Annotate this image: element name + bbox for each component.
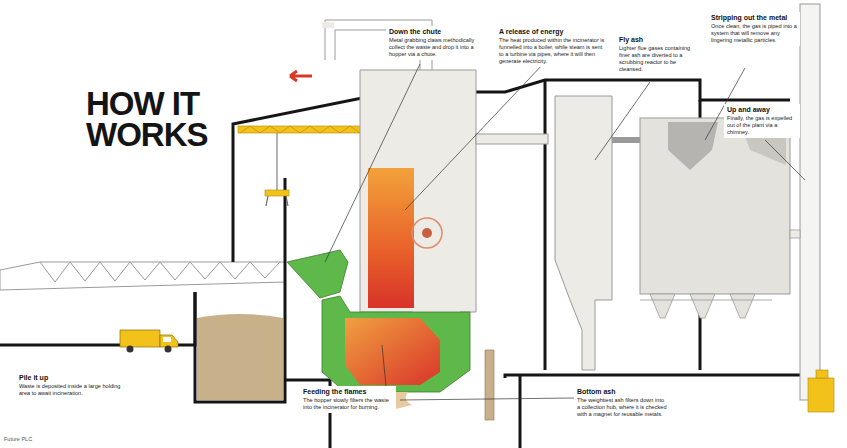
callout-body: Lighter flue gases containing finer ash … bbox=[619, 45, 693, 73]
callout-box: Bottom ashThe weightiest ash filters dow… bbox=[574, 386, 670, 420]
callout-box: Up and awayFinally, the gas is expelled … bbox=[724, 104, 800, 138]
incinerator-illustration bbox=[612, 137, 642, 143]
building-walls bbox=[195, 178, 285, 402]
crane bbox=[266, 196, 288, 206]
page-title: HOW IT WORKS bbox=[86, 88, 236, 151]
callout-heading: A release of energy bbox=[499, 28, 605, 36]
hopper bbox=[345, 318, 440, 385]
callout-body: The hopper slowly filters the waste into… bbox=[303, 397, 393, 411]
callout-body: The weightiest ash filters down into a c… bbox=[577, 397, 667, 418]
hopper bbox=[287, 250, 470, 392]
callout-box: Down the chuteMetal grabbing claws metho… bbox=[386, 26, 486, 60]
metal-filter bbox=[640, 118, 790, 318]
shed-roof bbox=[40, 262, 280, 282]
callout-body: The heat produced within the incinerator… bbox=[499, 37, 605, 65]
leader-line bbox=[595, 82, 650, 160]
hopper bbox=[322, 296, 470, 392]
incinerator bbox=[476, 134, 548, 144]
shed-roof bbox=[0, 262, 285, 290]
direction-arrow bbox=[290, 71, 312, 81]
callout-heading: Feeding the flames bbox=[303, 388, 393, 396]
metal-filter bbox=[650, 294, 755, 318]
building-walls bbox=[0, 292, 195, 345]
metal-filter bbox=[640, 300, 772, 301]
chimney bbox=[790, 4, 834, 412]
chimney bbox=[808, 378, 834, 412]
hopper bbox=[287, 250, 348, 298]
chimney bbox=[816, 370, 828, 378]
crane bbox=[240, 126, 380, 133]
callout-box: Fly ashLighter flue gases containing fin… bbox=[616, 34, 696, 75]
metal-filter bbox=[668, 122, 718, 170]
chimney bbox=[790, 230, 800, 238]
garbage-truck bbox=[120, 330, 160, 347]
callout-heading: Pile it up bbox=[19, 374, 131, 382]
callout-body: Waste is deposited inside a large holdin… bbox=[19, 383, 131, 397]
callout-box: Feeding the flamesThe hopper slowly filt… bbox=[300, 386, 396, 413]
leader-line bbox=[325, 62, 805, 400]
leader-line bbox=[765, 140, 805, 180]
callout-body: Metal grabbing claws methodically collec… bbox=[389, 37, 483, 58]
incinerator-illustration bbox=[322, 22, 334, 28]
garbage-truck bbox=[165, 346, 172, 353]
callout-heading: Fly ash bbox=[619, 36, 693, 44]
building-walls bbox=[544, 80, 547, 370]
building-walls bbox=[519, 375, 522, 448]
garbage-truck bbox=[160, 335, 178, 347]
callout-body: Once clean, the gas is piped into a syst… bbox=[711, 23, 797, 44]
incinerator bbox=[368, 168, 414, 308]
callout-box: Pile it upWaste is deposited inside a la… bbox=[16, 372, 134, 399]
credit-note: Future PLC bbox=[4, 436, 32, 442]
waste-pile bbox=[197, 314, 283, 400]
incinerator bbox=[412, 218, 442, 248]
support-post bbox=[485, 350, 494, 420]
callout-body: Finally, the gas is expelled out of the … bbox=[727, 115, 797, 136]
garbage-truck bbox=[163, 337, 171, 342]
metal-filter bbox=[640, 118, 790, 294]
crane bbox=[265, 190, 289, 196]
garbage-truck bbox=[127, 346, 134, 353]
leader-line bbox=[382, 345, 386, 386]
garbage-truck bbox=[120, 330, 178, 353]
scrubbing-reactor bbox=[555, 96, 612, 370]
building-walls bbox=[505, 375, 800, 378]
callout-heading: Down the chute bbox=[389, 28, 483, 36]
leader-line bbox=[405, 62, 545, 210]
shed-roof bbox=[0, 262, 285, 290]
incinerator bbox=[422, 228, 432, 238]
leader-line bbox=[325, 64, 420, 262]
callout-box: Stripping out the metalOnce clean, the g… bbox=[708, 12, 800, 46]
callout-heading: Bottom ash bbox=[577, 388, 667, 396]
crane bbox=[277, 133, 278, 190]
chimney bbox=[800, 4, 820, 400]
leader-line bbox=[400, 398, 575, 400]
callout-box: A release of energyThe heat produced wit… bbox=[496, 26, 608, 67]
callout-heading: Stripping out the metal bbox=[711, 14, 797, 22]
callout-heading: Up and away bbox=[727, 106, 797, 114]
